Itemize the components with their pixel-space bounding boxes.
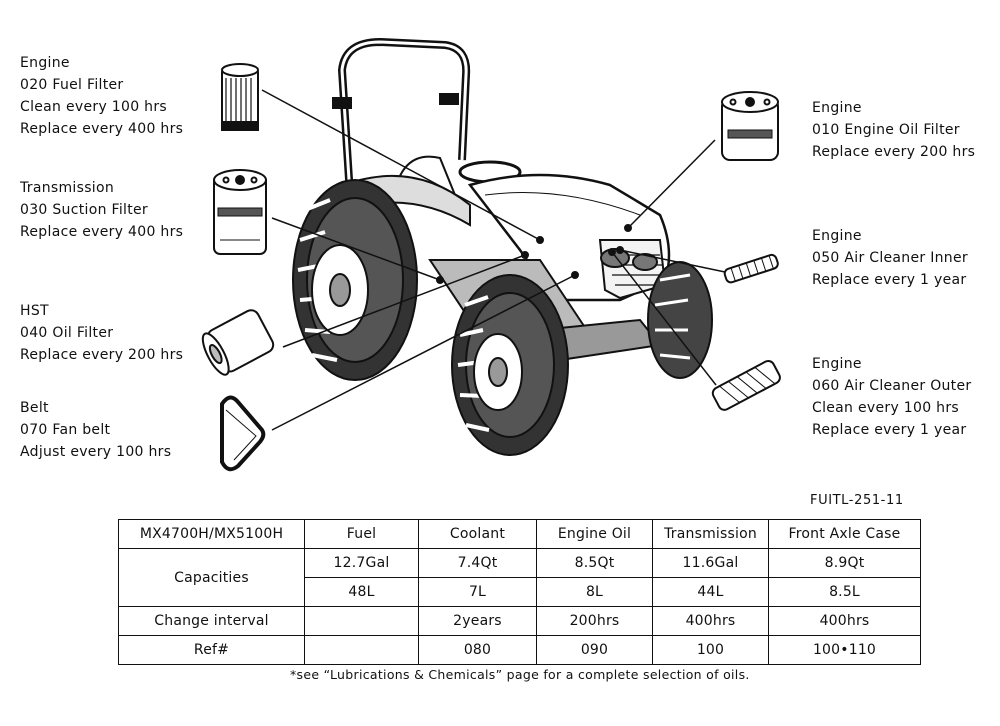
leader-lines bbox=[261, 89, 726, 431]
row-label: Capacities bbox=[118, 548, 305, 607]
label-interval: Replace every 200 hrs bbox=[20, 347, 184, 363]
label-category: Engine bbox=[812, 356, 862, 372]
header-cell: Front Axle Case bbox=[768, 519, 921, 549]
table-cell bbox=[304, 635, 419, 665]
label-part: 040 Oil Filter bbox=[20, 325, 114, 341]
label-category: HST bbox=[20, 303, 49, 319]
label-part: 030 Suction Filter bbox=[20, 202, 148, 218]
table-cell: 100•110 bbox=[768, 635, 921, 665]
label-interval: Replace every 1 year bbox=[812, 422, 967, 438]
label-category: Transmission bbox=[20, 180, 115, 196]
table-row: Change interval 2years 200hrs 400hrs 400… bbox=[118, 606, 921, 636]
label-part: 020 Fuel Filter bbox=[20, 77, 124, 93]
footnote: *see “Lubrications & Chemicals” page for… bbox=[290, 667, 750, 682]
table-cell: 8.9Qt bbox=[768, 548, 921, 578]
header-cell: Transmission bbox=[652, 519, 769, 549]
row-label: Change interval bbox=[118, 606, 305, 636]
table-cell: 400hrs bbox=[768, 606, 921, 636]
header-cell: Coolant bbox=[418, 519, 537, 549]
front-tire-far bbox=[647, 261, 713, 379]
label-category: Engine bbox=[812, 100, 862, 116]
front-tire-near bbox=[451, 274, 569, 456]
table-cell: 7L bbox=[418, 577, 537, 607]
label-part: 070 Fan belt bbox=[20, 422, 111, 438]
label-interval: Clean every 100 hrs bbox=[20, 99, 167, 115]
table-cell: 8.5Qt bbox=[536, 548, 653, 578]
table-row: 48L 7L 8L 44L 8.5L bbox=[119, 577, 921, 607]
label-oil-filter: HST 040 Oil Filter Replace every 200 hrs bbox=[20, 300, 183, 366]
label-interval: Replace every 400 hrs bbox=[20, 121, 184, 137]
headlight-left bbox=[600, 248, 630, 268]
label-engine-oil-filter: Engine 010 Engine Oil Filter Replace eve… bbox=[812, 97, 975, 163]
row-label: Ref# bbox=[118, 635, 305, 665]
table-cell: 12.7Gal bbox=[304, 548, 419, 578]
table-cell: 100 bbox=[652, 635, 769, 665]
model-cell: MX4700H/MX5100H bbox=[118, 519, 305, 549]
table-header-row: MX4700H/MX5100H Fuel Coolant Engine Oil … bbox=[118, 519, 921, 549]
fan-belt-icon bbox=[220, 395, 266, 472]
air-cleaner-outer-icon bbox=[711, 359, 781, 411]
capacities-table: MX4700H/MX5100H Fuel Coolant Engine Oil … bbox=[118, 519, 921, 665]
oil-filter-icon bbox=[201, 309, 275, 376]
label-air-cleaner-outer: Engine 060 Air Cleaner Outer Clean every… bbox=[812, 353, 971, 441]
table-cell: 400hrs bbox=[652, 606, 769, 636]
headlight-right bbox=[632, 253, 658, 271]
label-air-cleaner-inner: Engine 050 Air Cleaner Inner Replace eve… bbox=[812, 225, 968, 291]
label-interval: Replace every 400 hrs bbox=[20, 224, 184, 240]
table-cell bbox=[304, 606, 419, 636]
engine-oil-filter-icon bbox=[721, 91, 779, 161]
air-cleaner-inner-icon bbox=[723, 253, 779, 284]
label-part: 010 Engine Oil Filter bbox=[812, 122, 960, 138]
rear-tire bbox=[292, 179, 418, 381]
table-cell: 11.6Gal bbox=[652, 548, 769, 578]
label-interval: Replace every 200 hrs bbox=[812, 144, 976, 160]
figure-code: FUITL-251-11 bbox=[810, 493, 904, 508]
fuel-filter-icon bbox=[221, 63, 259, 131]
suction-filter-icon bbox=[213, 169, 267, 255]
label-part: 050 Air Cleaner Inner bbox=[812, 250, 968, 266]
table-row: Ref# 080 090 100 100•110 bbox=[118, 635, 921, 665]
table-cell: 090 bbox=[536, 635, 653, 665]
table-cell: 200hrs bbox=[536, 606, 653, 636]
label-suction-filter: Transmission 030 Suction Filter Replace … bbox=[20, 177, 183, 243]
table-cell: 080 bbox=[418, 635, 537, 665]
label-part: 060 Air Cleaner Outer bbox=[812, 378, 972, 394]
label-fan-belt: Belt 070 Fan belt Adjust every 100 hrs bbox=[20, 397, 171, 463]
label-category: Engine bbox=[812, 228, 862, 244]
label-category: Belt bbox=[20, 400, 49, 416]
table-cell: 7.4Qt bbox=[418, 548, 537, 578]
table-cell: 8L bbox=[536, 577, 653, 607]
table-cell: 8.5L bbox=[768, 577, 921, 607]
header-cell: Engine Oil bbox=[536, 519, 653, 549]
header-cell: Fuel bbox=[304, 519, 419, 549]
table-cell: 44L bbox=[652, 577, 769, 607]
table-row: Capacities 12.7Gal 7.4Qt 8.5Qt 11.6Gal 8… bbox=[118, 548, 921, 607]
label-interval: Adjust every 100 hrs bbox=[20, 444, 172, 460]
label-interval: Clean every 100 hrs bbox=[812, 400, 959, 416]
table-cell: 48L bbox=[304, 577, 419, 607]
label-fuel-filter: Engine 020 Fuel Filter Clean every 100 h… bbox=[20, 52, 183, 140]
label-category: Engine bbox=[20, 55, 70, 71]
table-cell: 2years bbox=[418, 606, 537, 636]
label-interval: Replace every 1 year bbox=[812, 272, 967, 288]
